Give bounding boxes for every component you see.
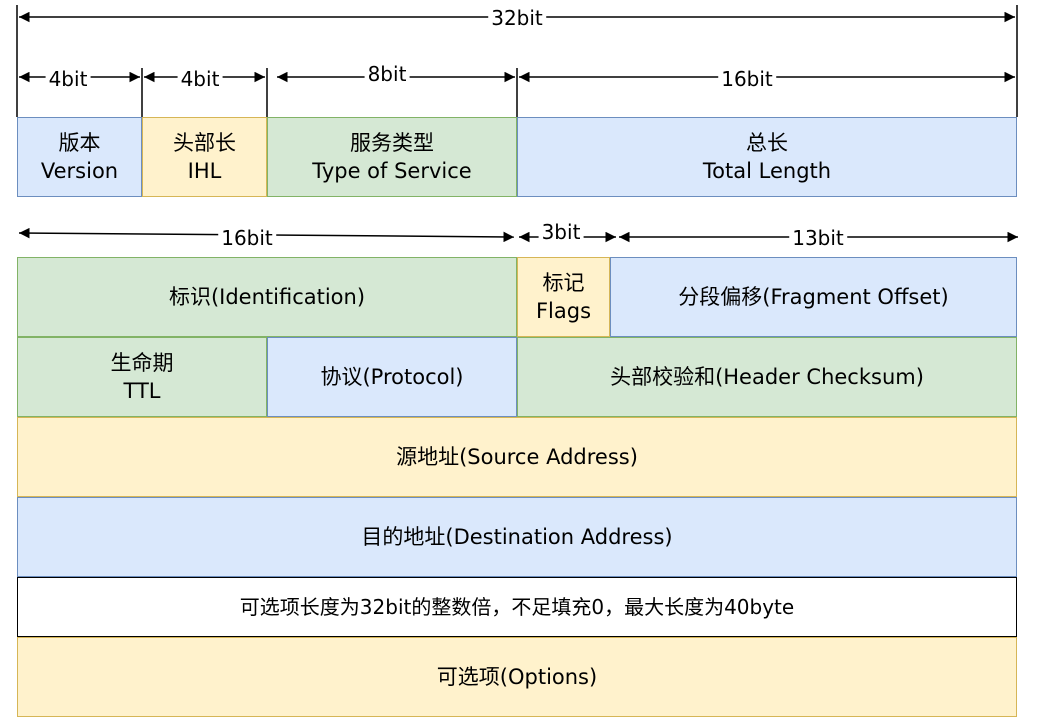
field-total-length: 总长 Total Length: [517, 117, 1017, 197]
field-source-address: 源地址(Source Address): [17, 417, 1017, 497]
field-total-length-zh: 总长: [746, 131, 788, 155]
field-header-checksum: 头部校验和(Header Checksum): [517, 337, 1017, 417]
field-options: 可选项(Options): [17, 637, 1017, 717]
label-32bit: 32bit: [488, 8, 546, 28]
label-identification-16bit: 16bit: [218, 228, 276, 248]
field-ttl-en: TTL: [123, 379, 161, 403]
options-note: 可选项长度为32bit的整数倍，不足填充0，最大长度为40byte: [17, 577, 1017, 637]
field-version-en: Version: [40, 159, 119, 183]
field-ihl-en: IHL: [187, 159, 222, 183]
field-header-checksum-label: 头部校验和(Header Checksum): [610, 365, 924, 389]
field-destination-address: 目的地址(Destination Address): [17, 497, 1017, 577]
field-flags-zh: 标记: [542, 271, 585, 295]
field-fragment-offset-label: 分段偏移(Fragment Offset): [678, 285, 949, 309]
field-tos-zh: 服务类型: [350, 131, 434, 155]
field-version-zh: 版本: [58, 131, 101, 155]
label-ihl-4bit: 4bit: [177, 69, 223, 89]
field-identification-label: 标识(Identification): [168, 285, 366, 309]
field-ttl-zh: 生命期: [110, 351, 174, 375]
field-version: 版本 Version: [17, 117, 142, 197]
label-total-length-16bit: 16bit: [718, 69, 776, 89]
field-flags: 标记 Flags: [517, 257, 610, 337]
label-tos-8bit: 8bit: [364, 64, 410, 84]
field-destination-address-label: 目的地址(Destination Address): [361, 525, 673, 549]
field-source-address-label: 源地址(Source Address): [396, 445, 638, 469]
label-version-4bit: 4bit: [45, 69, 91, 89]
field-flags-en: Flags: [535, 299, 592, 323]
label-fragment-13bit: 13bit: [789, 228, 847, 248]
field-protocol-label: 协议(Protocol): [320, 365, 464, 389]
field-fragment-offset: 分段偏移(Fragment Offset): [610, 257, 1017, 337]
field-ihl-zh: 头部长: [173, 131, 236, 155]
field-options-label: 可选项(Options): [436, 665, 598, 689]
field-total-length-en: Total Length: [702, 159, 832, 183]
field-protocol: 协议(Protocol): [267, 337, 517, 417]
field-type-of-service: 服务类型 Type of Service: [267, 117, 517, 197]
field-tos-en: Type of Service: [312, 159, 472, 183]
field-ihl: 头部长 IHL: [142, 117, 267, 197]
field-ttl: 生命期 TTL: [17, 337, 267, 417]
options-note-text: 可选项长度为32bit的整数倍，不足填充0，最大长度为40byte: [239, 595, 795, 619]
field-identification: 标识(Identification): [17, 257, 517, 337]
label-flags-3bit: 3bit: [538, 222, 584, 242]
